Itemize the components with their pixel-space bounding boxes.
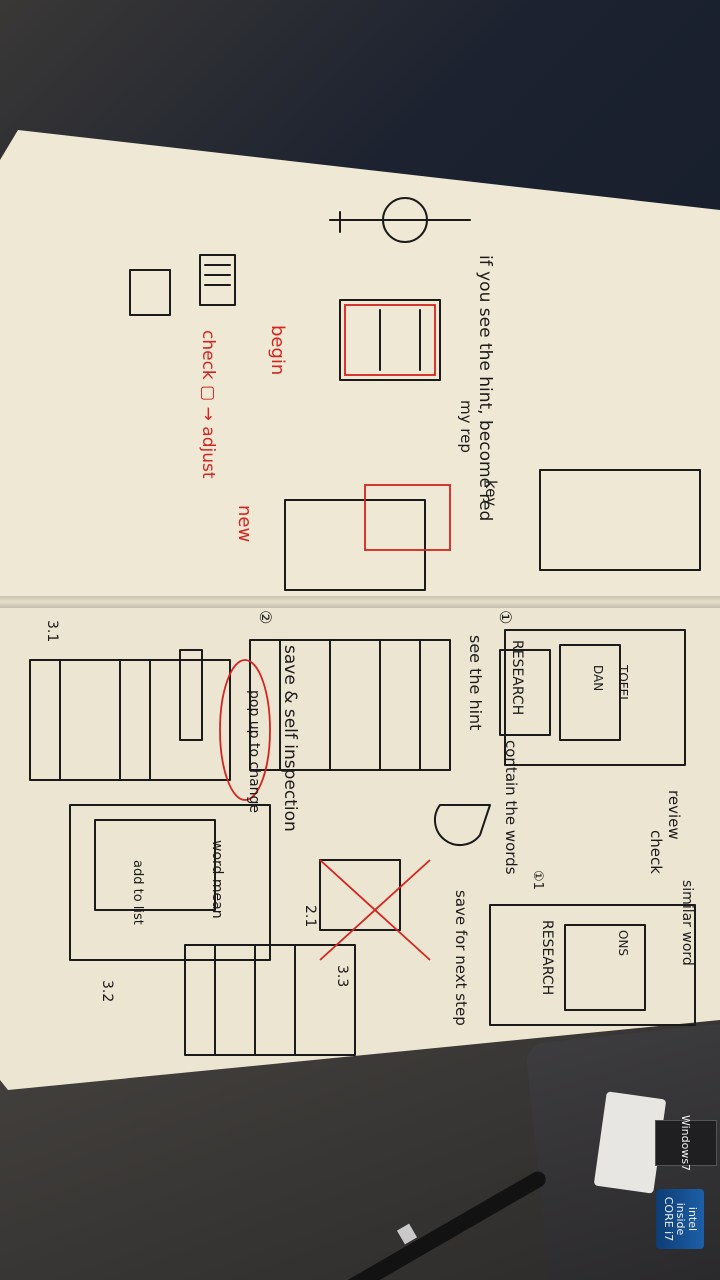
phone-sketch-2 xyxy=(284,499,426,591)
note-check: check xyxy=(647,830,665,874)
section-3-3: 3.3 xyxy=(334,965,350,988)
note-save-inspection: save & self inspection xyxy=(280,645,300,832)
phone-screen-research xyxy=(504,629,686,766)
label-tofel: TOFEL xyxy=(616,665,630,703)
section-3-2: 3.2 xyxy=(99,980,115,1003)
red-circle-popup xyxy=(219,659,271,801)
label-research-2: RESEARCH xyxy=(539,920,555,996)
section-1: ① xyxy=(496,610,515,625)
note-contain-words: contain the words xyxy=(502,740,520,875)
note-review: review xyxy=(665,790,683,840)
note-begin: begin xyxy=(267,325,288,376)
notebook-spine xyxy=(0,596,720,608)
refresh-icon xyxy=(434,804,491,846)
list-screen xyxy=(249,639,451,771)
note-new: new xyxy=(234,505,255,543)
phone-screen-similar xyxy=(489,904,696,1026)
note-key: key xyxy=(482,480,500,507)
section-3-1: 3.1 xyxy=(44,620,60,643)
note-see-hint: see the hint xyxy=(466,635,485,731)
note-save-next-step: save for next step xyxy=(452,890,470,1026)
list-screen-2 xyxy=(184,944,356,1056)
section-2-1: 2.1 xyxy=(302,905,318,928)
note-word-mean: word mean xyxy=(209,840,225,919)
note-similar-word: similar word xyxy=(679,880,695,966)
phone-sketch-3 xyxy=(539,469,701,571)
section-1-1: ①1 xyxy=(530,870,545,890)
notebook-page-left xyxy=(0,130,720,610)
detail-screen xyxy=(69,804,271,961)
phone-sketch-1 xyxy=(339,299,441,381)
note-check-adjust: check ▢ → adjust xyxy=(198,330,218,479)
label-dan: DAN xyxy=(591,665,605,692)
grid-screen xyxy=(29,659,231,781)
note-pop-up: pop up to change xyxy=(246,690,262,814)
section-2: ② xyxy=(256,610,275,625)
label-research: RESEARCH xyxy=(509,640,525,716)
label-ons: ONS xyxy=(616,930,630,957)
stack-sketch xyxy=(199,254,236,306)
note-add-to-list: add to list xyxy=(130,860,145,925)
note-my-rep: my rep xyxy=(457,400,475,453)
